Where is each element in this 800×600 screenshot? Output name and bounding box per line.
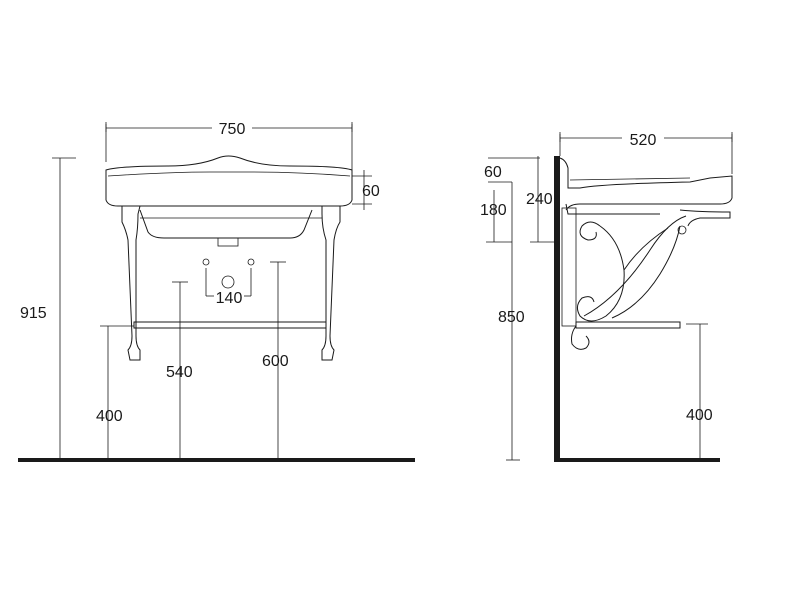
side-shelf-height-dimension: 400 [686, 323, 713, 460]
front-width-dimension: 750 [105, 121, 353, 172]
front-shelf-height-label: 400 [96, 408, 123, 425]
front-total-height-label: 915 [20, 305, 47, 322]
front-legs [121, 205, 341, 361]
front-total-height-dimension: 915 [20, 157, 76, 460]
side-basin-height-label: 240 [526, 191, 553, 208]
side-mount-height-label: 850 [498, 309, 525, 326]
side-bowl-depth-label: 180 [480, 202, 507, 219]
side-shelf-height-label: 400 [686, 407, 713, 424]
front-rim-dimension: 60 [352, 170, 380, 210]
side-towel-bar [677, 209, 731, 235]
side-basin [559, 157, 733, 215]
front-basin [105, 155, 353, 247]
side-rim-label: 60 [484, 164, 502, 181]
front-shelf-height-dimension: 400 [96, 325, 134, 460]
side-wall [554, 156, 560, 462]
side-rim-dimension: 60 [484, 157, 540, 183]
front-width-label: 750 [219, 121, 246, 138]
front-supply-spacing-label: 140 [216, 290, 243, 307]
front-supply-height-label: 600 [262, 353, 289, 370]
front-rim-label: 60 [362, 183, 380, 200]
side-view: 520 [480, 132, 733, 462]
side-shelf [575, 321, 681, 329]
side-depth-dimension: 520 [559, 132, 733, 174]
front-supply-height-dimension: 600 [262, 261, 289, 460]
front-drain-height-dimension: 540 [166, 281, 193, 460]
side-depth-label: 520 [630, 132, 657, 149]
side-basin-height-dimension: 240 [526, 156, 560, 243]
front-drain-height-label: 540 [166, 364, 193, 381]
front-plumbing-points: 140 [202, 258, 255, 307]
side-mount-height-dimension: 850 [498, 182, 525, 461]
front-view: 750 60 [18, 121, 415, 462]
side-bowl-depth-dimension: 180 [480, 190, 512, 243]
